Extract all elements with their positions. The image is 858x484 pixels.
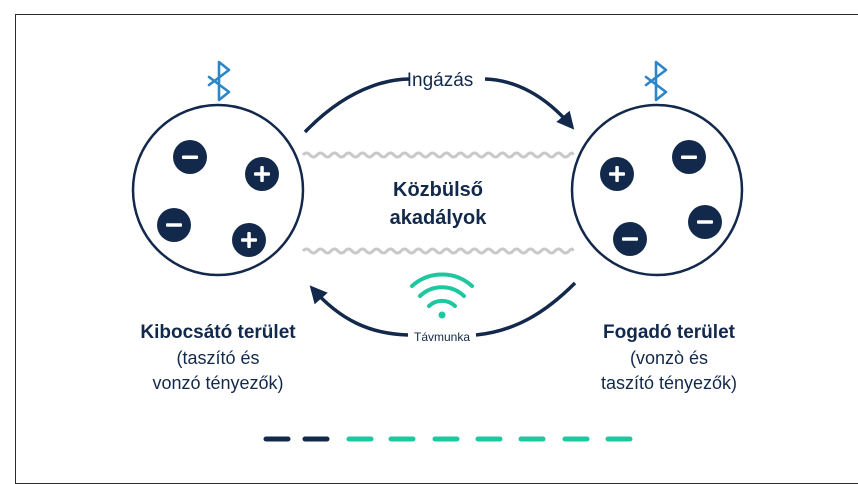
right-region-desc-2: taszító tényezők) [601,373,737,393]
commute-label: Ingázás [407,70,474,91]
left-sign-minus-2 [157,208,191,242]
left-region-desc-2: vonzó tényezők) [152,373,283,393]
telework-arrow [475,281,577,337]
left-sign-plus-1 [245,157,279,191]
bluetooth-icon-left [207,60,231,102]
right-sign-minus-2 [688,205,722,239]
right-region-title: Fogadó terület [603,322,736,343]
obstacles-label-line1: Közbülső [393,179,483,201]
telework-arrow-end [309,285,409,337]
wifi-icon [410,272,474,319]
left-sign-minus-1 [173,140,207,174]
left-region-title: Kibocsátó terület [140,322,296,343]
obstacle-wave-bottom [301,247,575,255]
right-region-desc-1: (vonzò és [630,348,708,368]
commute-arrow [303,77,411,134]
right-sign-minus-1 [672,140,706,174]
bluetooth-icon-right [644,60,668,102]
left-region-circle [131,103,305,277]
right-sign-plus-1 [600,157,634,191]
obstacles-label-line2: akadályok [390,207,488,229]
commute-arrow-end [484,77,575,130]
right-sign-minus-3 [613,222,647,256]
left-region-desc-1: (taszító és [176,348,259,368]
obstacle-wave-top [301,151,575,159]
telework-label: Távmunka [414,330,470,344]
left-sign-plus-2 [232,223,266,257]
right-region-circle [570,103,744,277]
